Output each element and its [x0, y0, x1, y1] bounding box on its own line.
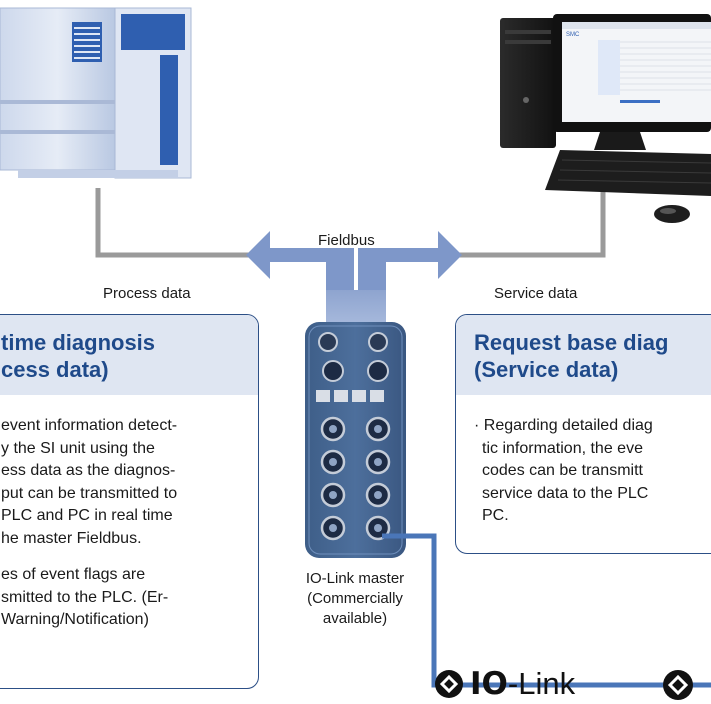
right-p1-l4: service data to the PLC — [482, 484, 649, 502]
io-master-line1: IO-Link master — [305, 570, 405, 587]
realtime-diagnosis-title: time diagnosis cess data) — [0, 315, 258, 395]
io-link-logo-bold: IO — [470, 666, 508, 702]
left-paragraph-1: event information detect- y the SI unit … — [1, 415, 258, 550]
right-p1-l3: codes can be transmitt — [482, 462, 643, 479]
right-p1-l2: tic information, the eve — [482, 439, 643, 457]
io-link-logo-rest: -Link — [507, 666, 576, 701]
service-data-label: Service data — [494, 285, 578, 302]
realtime-diagnosis-box: time diagnosis cess data) event informat… — [0, 314, 259, 689]
io-master-line2: (Commercially — [307, 590, 403, 607]
left-p1-l3: ess data as the diagnos- — [1, 462, 176, 479]
request-base-diagnosis-box: Request base diag (Service data) · Regar… — [455, 314, 711, 554]
right-title-line1: Request base diag — [474, 330, 669, 355]
io-link-cable — [382, 533, 711, 688]
left-title-line2: cess data) — [1, 357, 109, 382]
left-p2-l2: smitted to the PLC. (Er- — [1, 588, 169, 606]
left-p2-l1: es of event flags are — [1, 566, 146, 583]
request-base-title: Request base diag (Service data) — [456, 315, 711, 395]
io-link-connector-icon — [663, 670, 693, 700]
io-link-logo-icon — [435, 670, 463, 698]
service-data-line — [446, 170, 606, 258]
pc-icon: SMC — [500, 14, 711, 223]
io-link-logo-text: IO-Link — [470, 666, 575, 702]
right-p1-l5: PC. — [482, 507, 509, 524]
right-p1-l1: · Regarding detailed diag — [474, 417, 653, 434]
plc-cabinet-icon — [0, 7, 192, 179]
process-data-label: Process data — [103, 285, 191, 302]
left-p1-l6: he master Fieldbus. — [1, 529, 142, 547]
left-p1-l2: y the SI unit using the — [1, 439, 155, 457]
svg-text:SMC: SMC — [566, 32, 580, 38]
io-link-logo: IO-Link — [434, 666, 575, 702]
left-paragraph-2: es of event flags are smitted to the PLC… — [1, 564, 258, 632]
fieldbus-label: Fieldbus — [318, 232, 375, 249]
left-p1-l4: put can be transmitted to — [1, 484, 178, 502]
right-paragraph-1: · Regarding detailed diag tic informatio… — [474, 415, 711, 528]
left-title-line1: time diagnosis — [1, 330, 156, 355]
right-title-line2: (Service data) — [474, 357, 619, 382]
left-p1-l1: event information detect- — [1, 417, 178, 434]
process-data-line — [95, 188, 262, 258]
io-link-master-label: IO-Link master (Commercially available) — [287, 569, 423, 629]
left-p1-l5: PLC and PC in real time — [1, 507, 173, 524]
left-p2-l3: Warning/Notification) — [1, 611, 149, 628]
io-master-line3: available) — [322, 610, 388, 627]
io-link-master-module — [305, 322, 406, 558]
